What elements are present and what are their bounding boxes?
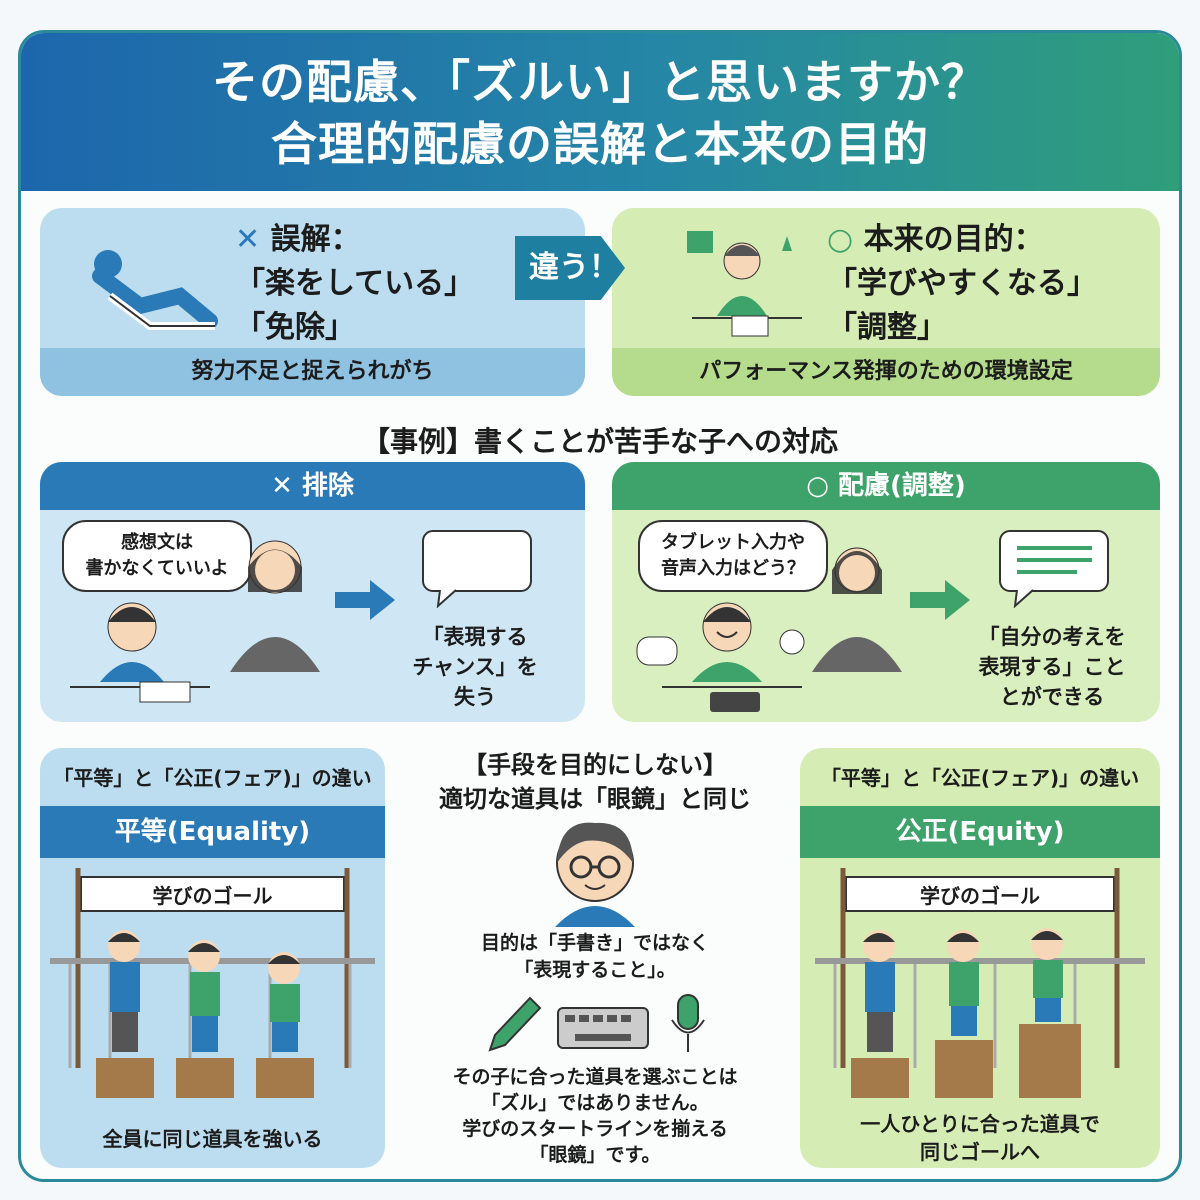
speech-line: 感想文は bbox=[121, 532, 193, 553]
page-title: その配慮、「ズルい」と思いますか？ 合理的配慮の誤解と本来の目的 bbox=[21, 33, 1179, 191]
child-with-glasses-illustration bbox=[555, 822, 635, 927]
text-speech-bubble-icon bbox=[999, 530, 1109, 608]
equality-caption: 全員に同じ道具を強いる bbox=[102, 1127, 323, 1151]
keyboard-icon bbox=[557, 1007, 649, 1049]
center-title-line: 適切な道具は「眼鏡」と同じ bbox=[439, 785, 751, 813]
equity-label: 「平等」と「公正(フェア)」の違い bbox=[820, 766, 1140, 790]
title-line-1: その配慮、「ズルい」と思いますか？ bbox=[212, 55, 988, 109]
exclusion-panel: ✕ 排除 感想文は書かなくていいよ 「表現するチャンス」を失う bbox=[40, 462, 585, 722]
result-line: 失う bbox=[454, 685, 496, 709]
speech-line: 音声入力はどう？ bbox=[661, 558, 805, 579]
center-text-line: 「眼鏡」です。 bbox=[529, 1144, 661, 1166]
center-title: 【手段を目的にしない】 適切な道具は「眼鏡」と同じ bbox=[400, 748, 790, 816]
result-line: 表現する」こと bbox=[978, 655, 1126, 679]
circle-icon: ○ bbox=[827, 222, 854, 257]
center-text-line: 「表現すること」。 bbox=[514, 959, 676, 981]
empty-speech-bubble-icon bbox=[422, 530, 532, 608]
exclusion-header: ✕ 排除 bbox=[40, 462, 585, 510]
equality-label: 「平等」と「公正(フェア)」の違い bbox=[53, 766, 372, 790]
equality-panel: 「平等」と「公正(フェア)」の違い 平等(Equality) 学びのゴール 全員… bbox=[40, 748, 385, 1168]
goal-banner: 学びのゴール bbox=[845, 876, 1115, 912]
speech-line: タブレット入力や bbox=[661, 532, 805, 553]
relaxing-person-icon bbox=[92, 250, 218, 330]
result-line: 「自分の考えを bbox=[978, 625, 1126, 649]
center-text-line: 目的は「手書き」ではなく bbox=[480, 932, 709, 954]
result-line: 「表現する bbox=[422, 625, 528, 649]
equity-header: 公正(Equity) bbox=[800, 806, 1160, 858]
misconception-line1: 「楽をしている」 bbox=[235, 266, 475, 301]
result-line: とができる bbox=[999, 685, 1105, 709]
purpose-footer: パフォーマンス発揮のための環境設定 bbox=[612, 348, 1160, 396]
equal-boxes-fence-illustration bbox=[50, 868, 375, 1098]
arrow-right-icon bbox=[335, 580, 395, 620]
center-text-line: 学びのスタートラインを揃える bbox=[462, 1118, 728, 1140]
teacher-speech-bubble: 感想文は書かなくていいよ bbox=[62, 520, 252, 592]
center-text-line: 「ズル」ではありません。 bbox=[481, 1092, 709, 1114]
center-text-line: その子に合った道具を選ぶことは bbox=[452, 1066, 738, 1088]
arrow-banner: 違う！ bbox=[515, 236, 625, 300]
center-title-line: 【手段を目的にしない】 bbox=[463, 751, 727, 779]
equality-header: 平等(Equality) bbox=[40, 806, 385, 858]
purpose-box: ○ 本来の目的： 「学びやすくなる」 「調整」 パフォーマンス発揮のための環境設… bbox=[612, 208, 1160, 396]
goal-banner: 学びのゴール bbox=[80, 876, 345, 912]
equity-caption-line: 同じゴールへ bbox=[920, 1140, 1040, 1164]
purpose-title: 本来の目的： bbox=[863, 222, 1044, 257]
purpose-line1: 「学びやすくなる」 bbox=[827, 266, 1097, 301]
title-line-2: 合理的配慮の誤解と本来の目的 bbox=[271, 117, 929, 171]
equity-caption-line: 一人ひとりに合った道具で bbox=[860, 1112, 1100, 1136]
microphone-icon bbox=[671, 994, 705, 1052]
result-line: チャンス」を bbox=[412, 655, 538, 679]
studying-student-icon bbox=[687, 231, 802, 337]
pencil-icon bbox=[488, 996, 542, 1052]
equity-panel: 「平等」と「公正(フェア)」の違い 公正(Equity) 学びのゴール 一人ひと… bbox=[800, 748, 1160, 1168]
fitted-boxes-fence-illustration bbox=[815, 868, 1145, 1098]
speech-line: 書かなくていいよ bbox=[85, 558, 229, 579]
misconception-box: ✕ 誤解： 「楽をしている」 「免除」 努力不足と捉えられがち bbox=[40, 208, 585, 396]
teacher-speech-bubble: タブレット入力や音声入力はどう？ bbox=[638, 520, 828, 592]
teacher-and-happy-child-with-tablet-illustration bbox=[636, 547, 902, 712]
tools-icons bbox=[488, 994, 705, 1052]
case-title: 【事例】書くことが苦手な子への対応 bbox=[361, 425, 838, 458]
accommodation-header: ○ 配慮(調整) bbox=[612, 462, 1160, 510]
purpose-line2: 「調整」 bbox=[827, 310, 947, 345]
arrow-right-icon bbox=[910, 580, 970, 620]
teacher-and-sad-child-illustration bbox=[70, 540, 320, 703]
misconception-line2: 「免除」 bbox=[235, 310, 355, 345]
x-icon: ✕ bbox=[235, 222, 261, 257]
misconception-footer: 努力不足と捉えられがち bbox=[40, 348, 585, 396]
accommodation-panel: ○ 配慮(調整) タブレット入力や音声入力はどう？ 「自分の考えを表現する」こと… bbox=[612, 462, 1160, 722]
misconception-title: 誤解： bbox=[270, 222, 361, 257]
